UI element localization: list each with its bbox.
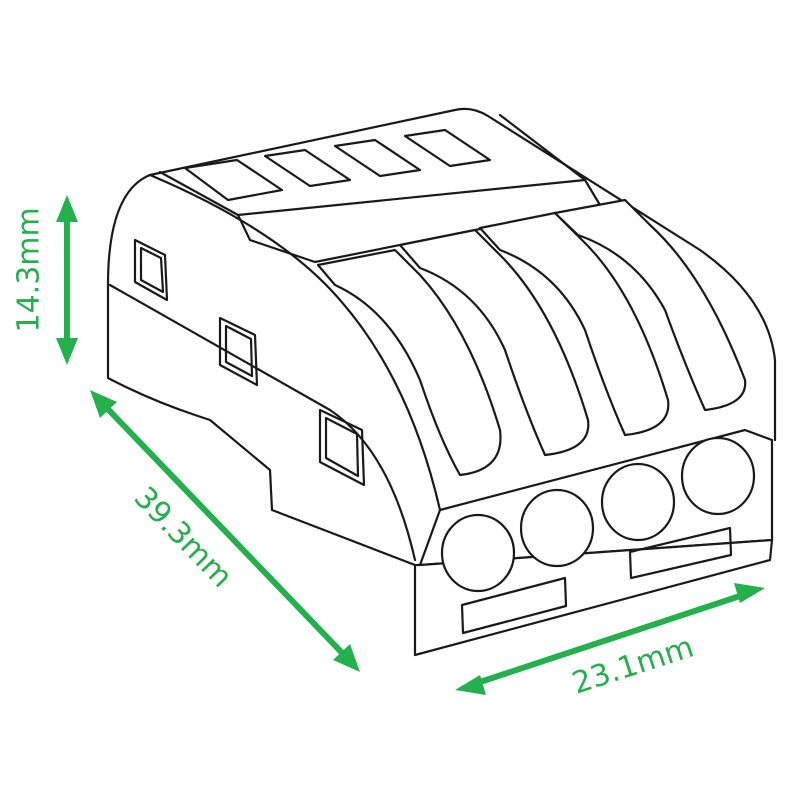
body-top-edge xyxy=(148,107,777,442)
label-slot-1 xyxy=(460,576,568,635)
levers xyxy=(316,198,747,477)
top-panel xyxy=(236,178,602,264)
length-dimension-arrow xyxy=(90,390,360,672)
side-windows xyxy=(133,238,366,487)
side-mid-line xyxy=(108,283,417,562)
lever-4 xyxy=(553,198,747,412)
lever-1 xyxy=(316,248,502,477)
wire-ports xyxy=(440,436,756,593)
lever-3 xyxy=(478,211,670,437)
width-dimension-arrow xyxy=(455,583,765,695)
port-1 xyxy=(440,513,516,593)
label-slot-2 xyxy=(628,526,733,580)
side-arc xyxy=(148,173,442,512)
height-label: 14.3mm xyxy=(11,207,47,333)
port-2 xyxy=(519,488,595,568)
top-front-edge xyxy=(158,113,587,217)
height-dimension-arrow xyxy=(56,195,78,365)
port-4 xyxy=(680,436,756,516)
top-slots xyxy=(183,128,492,202)
lever-2 xyxy=(398,228,590,457)
port-3 xyxy=(600,462,676,542)
body-left-side xyxy=(106,173,417,567)
